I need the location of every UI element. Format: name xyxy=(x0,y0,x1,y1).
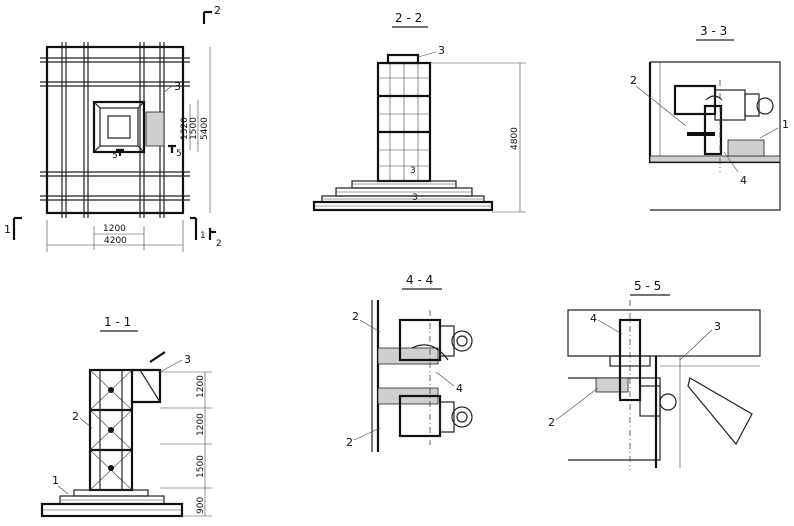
plan-section-mark-2: 2 xyxy=(214,4,221,17)
section-4-4-title: 4 - 4 xyxy=(406,273,433,287)
section-3-3: 3 - 3 2 1 4 xyxy=(630,24,789,211)
s44-callout-2a: 2 xyxy=(352,310,359,323)
section-1-1-title: 1 - 1 xyxy=(104,315,131,329)
s11-dim-1200a: 1200 xyxy=(196,375,206,398)
plan-tower xyxy=(92,100,146,154)
s22-callout-3c: 3 xyxy=(412,193,418,203)
s55-callout-3: 3 xyxy=(714,320,721,333)
plan-dim-1200: 1200 xyxy=(103,224,126,234)
s55-callout-4: 4 xyxy=(590,312,597,325)
plan-view: 3 5 5 2 1 1 2 1200 4200 1320 1500 5400 xyxy=(4,4,222,252)
plan-section-mark-1: 1 xyxy=(4,223,11,236)
plan-callout-3: 3 xyxy=(174,80,181,93)
section-2-2-title: 2 - 2 xyxy=(395,11,422,25)
plan-platform xyxy=(145,111,165,147)
section-4-4: 4 - 4 2 2 4 xyxy=(346,273,473,452)
s44-callout-2b: 2 xyxy=(346,436,353,449)
s55-callout-2: 2 xyxy=(548,416,555,429)
s11-callout-2: 2 xyxy=(72,410,79,423)
plan-dim-5400: 5400 xyxy=(200,117,210,140)
s33-callout-2: 2 xyxy=(630,74,637,87)
s44-callout-4: 4 xyxy=(456,382,463,395)
s22-dim-4800: 4800 xyxy=(510,127,520,150)
section-3-3-title: 3 - 3 xyxy=(700,24,727,38)
section-5-5: 5 - 5 4 3 2 xyxy=(548,279,761,470)
plan-section-mark-5b: 5 xyxy=(176,149,182,159)
s11-dim-900: 900 xyxy=(196,497,206,514)
section-2-2: 2 - 2 3 3 3 4800 xyxy=(312,11,526,213)
plan-outer-frame xyxy=(45,45,185,215)
plan-dim-1500: 1500 xyxy=(189,117,199,140)
plan-section-mark-5: 5 xyxy=(112,151,118,161)
s11-dim-1200b: 1200 xyxy=(196,413,206,436)
s33-callout-4: 4 xyxy=(740,174,747,187)
s11-callout-3: 3 xyxy=(184,353,191,366)
plan-section-mark-br-2: 2 xyxy=(216,239,222,249)
section-5-5-title: 5 - 5 xyxy=(634,279,661,293)
s22-callout-3b: 3 xyxy=(410,166,416,176)
s33-callout-1: 1 xyxy=(782,118,789,131)
plan-section-mark-br-1: 1 xyxy=(200,231,206,241)
plan-dim-1320: 1320 xyxy=(180,117,190,140)
s11-dim-1500: 1500 xyxy=(196,455,206,478)
s11-callout-1: 1 xyxy=(52,474,59,487)
s22-callout-3a: 3 xyxy=(438,44,445,57)
plan-dim-4200: 4200 xyxy=(104,236,127,246)
section-1-1: 1 - 1 3 2 1 1200 xyxy=(40,315,212,518)
